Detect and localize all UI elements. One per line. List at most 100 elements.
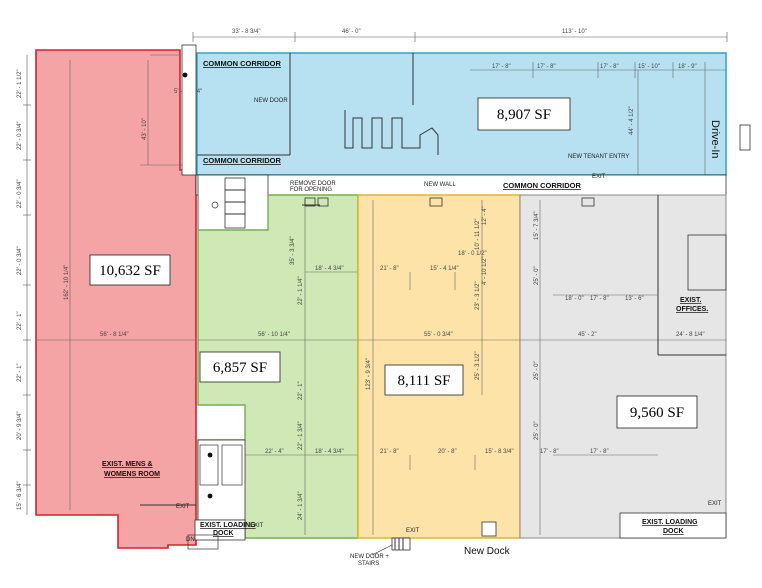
yellow-v4-dim: 10' - 11 1/2"	[475, 218, 481, 250]
left-dim-8: 15' - 6 3/4"	[17, 481, 23, 510]
area-box-yellow: 8,111 SF	[384, 364, 464, 396]
top-dimension-line: 33' - 8 3/4" 46' - 0" 113' - 10"	[192, 29, 728, 42]
yellow-lower-dim-2: 20' - 8"	[438, 449, 457, 455]
left-dim-1: 22' - 1 1/2"	[17, 69, 23, 98]
area-box-blue: 8,907 SF	[477, 97, 571, 131]
restroom-block-top	[197, 174, 269, 231]
new-dock-label: New Dock	[464, 546, 511, 557]
left-dim-5: 22' - 1"	[17, 311, 23, 330]
new-tenant-entry-label: NEW TENANT ENTRY	[568, 154, 629, 160]
corridor-upper	[181, 44, 197, 176]
top-dim-3: 113' - 10"	[562, 29, 587, 35]
yellow-dim-1: 18' - 0 1/2"	[458, 251, 487, 257]
green-top-dim: 35' - 3 3/4"	[290, 236, 296, 265]
gray-dim-3: 17' - 8"	[590, 296, 609, 302]
blue-dim-1: 17' - 8"	[492, 64, 511, 70]
suite-blue	[196, 52, 751, 176]
area-red: 10,632 SF	[99, 263, 161, 279]
yellow-v3-dim: 23' - 3 1/2"	[475, 281, 481, 310]
yellow-dim-2: 21' - 8"	[380, 266, 399, 272]
yellow-v6-dim: 4' - 10 1/2"	[482, 256, 488, 285]
drive-in-label: Drive-In	[709, 120, 721, 159]
green-mid-dim: 18' - 4 3/4"	[315, 266, 344, 272]
yellow-width-dim: 55' - 0 3/4"	[424, 332, 453, 338]
gray-width-dim: 45' - 2"	[578, 332, 597, 338]
exist-offices-label-2: OFFICES.	[676, 306, 708, 313]
loading-dock-left-label-2: DOCK	[213, 530, 234, 537]
gray-dim-5: 24' - 8 1/4"	[676, 332, 705, 338]
green-width-dim: 56' - 10 1/4"	[258, 332, 290, 338]
green-v3-dim: 22' - 1 3/4"	[298, 421, 304, 450]
corridor-lower	[195, 174, 727, 196]
new-wall-label: NEW WALL	[424, 182, 456, 188]
area-box-green: 6,857 SF	[199, 351, 281, 383]
left-dimension-chain: 22' - 1 1/2" 22' - 0 3/4" 22' - 0 3/4" 2…	[17, 55, 31, 515]
area-gray: 9,560 SF	[630, 405, 684, 421]
restroom-label-2: WOMENS ROOM	[104, 471, 160, 478]
yellow-v2-dim: 25' - 3 1/2"	[475, 351, 481, 380]
common-corridor-label-1: COMMON CORRIDOR	[203, 59, 281, 68]
green-lower-dim-2: 18' - 4 3/4"	[315, 449, 344, 455]
left-dim-6: 22' - 1"	[17, 363, 23, 382]
green-lower-dim-1: 22' - 4"	[265, 449, 284, 455]
loading-dock-right-label-2: DOCK	[663, 528, 684, 535]
blue-height-dim: 44' - 4 1/2"	[629, 106, 635, 135]
green-v2-dim: 22' - 1"	[298, 381, 304, 400]
exit-label-3: EXIT	[406, 528, 420, 534]
new-door-stairs-label-1: NEW DOOR +	[350, 554, 389, 560]
yellow-dim-3: 15' - 4 1/4"	[430, 266, 459, 272]
gray-dim-2: 18' - 0"	[565, 296, 584, 302]
loading-dock-left-label-1: EXIST. LOADING	[200, 522, 256, 529]
area-box-gray: 9,560 SF	[616, 395, 698, 429]
blue-dim-3: 17' - 8"	[600, 64, 619, 70]
suite-red	[35, 49, 197, 549]
gray-dim-4: 13' - 6"	[625, 296, 644, 302]
loading-dock-right-label-1: EXIST. LOADING	[642, 519, 698, 526]
exit-label-1: EXIT	[176, 504, 190, 510]
gray-v3-dim: 25' - 0"	[534, 421, 540, 440]
yellow-lower-dim-1: 21' - 8"	[380, 449, 399, 455]
left-dim-4: 22' - 0 3/4"	[17, 246, 23, 275]
yellow-lower-dim-3: 15' - 8 3/4"	[485, 449, 514, 455]
area-green: 6,857 SF	[213, 360, 267, 376]
gray-lower-dim-2: 17' - 8"	[590, 449, 609, 455]
gray-dim-1: 15' - 7 3/4"	[534, 211, 540, 240]
exit-label-2: EXIT	[250, 523, 264, 529]
top-dim-2: 46' - 0"	[342, 29, 361, 35]
restroom-block-bottom	[187, 439, 246, 550]
restroom-label-1: EXIST. MENS &	[102, 461, 153, 468]
left-dim-3: 22' - 0 3/4"	[17, 179, 23, 208]
common-corridor-label-2: COMMON CORRIDOR	[203, 156, 281, 165]
blue-dim-2: 17' - 8"	[537, 64, 556, 70]
red-upper-dim: 43' - 10"	[142, 118, 148, 140]
green-right-dim: 22' - 1 1/4"	[298, 276, 304, 305]
suite-gray	[519, 194, 727, 539]
new-door-stairs	[371, 537, 411, 556]
blue-dim-5: 18' - 9"	[678, 64, 697, 70]
exit-label-4: EXIT	[708, 501, 722, 507]
for-opening-label: FOR OPENING	[290, 187, 332, 193]
gray-v1-dim: 25' - 0"	[534, 266, 540, 285]
green-bottom-dim: 24' - 1 3/4"	[298, 491, 304, 520]
common-corridor-label-3: COMMON CORRIDOR	[503, 181, 581, 190]
new-door-stairs-label-2: STAIRS	[358, 561, 379, 567]
corridor-door-marker	[182, 72, 188, 78]
red-long-dim: 162' - 10 1/4"	[64, 265, 70, 300]
yellow-v1-dim: 123' - 9 3/4"	[366, 358, 372, 390]
gray-v2-dim: 25' - 0"	[534, 361, 540, 380]
left-dim-7: 20' - 9 3/4"	[17, 411, 23, 440]
dn-label: DN	[186, 537, 195, 543]
new-door-label: NEW DOOR	[254, 98, 288, 104]
area-blue: 8,907 SF	[497, 107, 551, 123]
exist-offices-label-1: EXIST.	[680, 297, 701, 304]
exit-label-5: EXIT	[592, 174, 606, 180]
top-dim-1: 33' - 8 3/4"	[232, 29, 261, 35]
area-box-red: 10,632 SF	[89, 254, 171, 286]
red-width-dim: 56' - 8 1/4"	[100, 332, 129, 338]
yellow-v5-dim: 12' - 4"	[482, 206, 488, 225]
gray-lower-dim-1: 17' - 8"	[540, 449, 559, 455]
remove-door-label: REMOVE DOOR	[290, 181, 336, 187]
area-yellow: 8,111 SF	[397, 373, 450, 389]
left-dim-2: 22' - 0 3/4"	[17, 121, 23, 150]
